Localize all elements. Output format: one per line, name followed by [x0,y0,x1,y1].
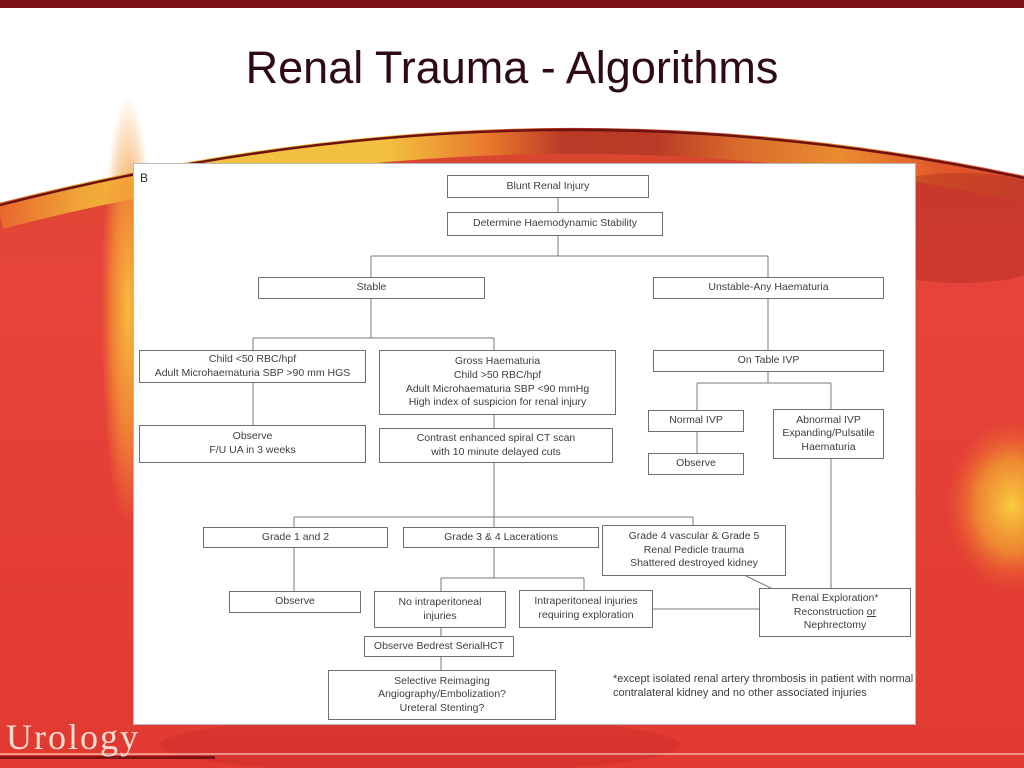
node-observe-fu: Observe F/U UA in 3 weeks [139,425,366,463]
node-selective-reimaging: Selective Reimaging Angiography/Emboliza… [328,670,556,720]
flowchart-connectors [252,198,832,670]
node-observe-grade12: Observe [229,591,361,613]
page-title: Renal Trauma - Algorithms [245,42,779,93]
node-gross-haematuria: Gross Haematuria Child >50 RBC/hpf Adult… [379,350,616,415]
node-observe-bedrest: Observe Bedrest SerialHCT [364,636,514,657]
node-on-table-ivp: On Table IVP [653,350,884,372]
top-bar [0,0,1024,8]
node-normal-ivp: Normal IVP [648,410,744,432]
node-unstable: Unstable-Any Haematuria [653,277,884,299]
node-grade-1-2: Grade 1 and 2 [203,527,388,548]
node-no-intraperitoneal: No intraperitoneal injuries [374,591,506,628]
algorithm-panel: B [133,163,916,725]
node-child-microhaematuria: Child <50 RBC/hpf Adult Microhaematuria … [139,350,366,383]
brand-logo: Urology [6,717,140,757]
node-grade-4-5: Grade 4 vascular & Grade 5 Renal Pedicle… [602,525,786,576]
node-blunt-renal-injury: Blunt Renal Injury [447,175,649,198]
node-determine-stability: Determine Haemodynamic Stability [447,212,663,236]
node-intraperitoneal: Intraperitoneal injuries requiring explo… [519,590,653,628]
node-stable: Stable [258,277,485,299]
panel-label: B [140,171,149,185]
footnote: *except isolated renal artery thrombosis… [613,673,914,699]
node-contrast-ct: Contrast enhanced spiral CT scan with 10… [379,428,613,463]
node-observe-ivp: Observe [648,453,744,475]
node-abnormal-ivp: Abnormal IVP Expanding/Pulsatile Haematu… [773,409,884,459]
node-renal-exploration: Renal Exploration* Reconstruction or Nep… [759,588,911,637]
node-grade-3-4: Grade 3 & 4 Lacerations [403,527,599,548]
